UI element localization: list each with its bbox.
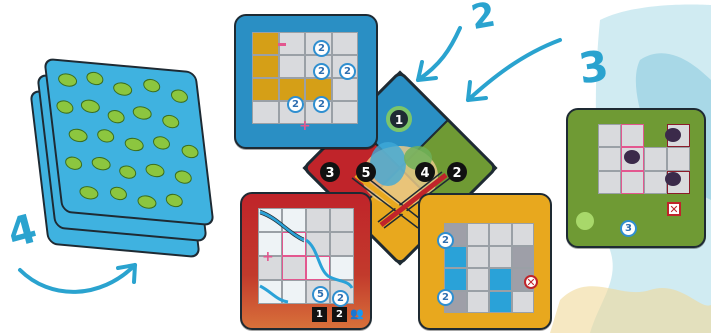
plus-icon: + (262, 249, 274, 265)
player-count-1: 1 (312, 307, 327, 322)
board-center-number: 1 (395, 113, 403, 127)
yellow-card-grid (444, 223, 534, 313)
arrow-label-4: 4 (3, 206, 42, 258)
score-badge: 3 (620, 220, 637, 237)
creature-icon (665, 172, 681, 186)
minus-icon (278, 43, 286, 46)
arrow-label-3: 3 (576, 41, 612, 94)
creature-icon (665, 128, 681, 142)
score-badge: 5 (312, 286, 329, 303)
red-card[interactable]: + 5 2 1 2 👥 (240, 192, 372, 330)
score-badge: 2 (313, 96, 330, 113)
yellow-number-2: 2 (452, 166, 461, 181)
forbidden-icon: ✕ (524, 275, 538, 289)
frog-icon (576, 212, 594, 230)
forbidden-icon: ✕ (667, 202, 681, 216)
score-badge: 2 (313, 40, 330, 57)
green-card[interactable]: ✕ 3 (566, 108, 706, 248)
score-badge: 2 (437, 232, 454, 249)
player-count-2: 2 (332, 307, 347, 322)
blue-card[interactable]: + 2 2 2 2 2 (234, 14, 378, 149)
plus-icon: + (299, 118, 311, 134)
red-number-1: 3 (325, 166, 334, 181)
score-badge: 2 (339, 63, 356, 80)
red-number-2: 5 (361, 166, 370, 181)
score-badge: 2 (313, 63, 330, 80)
score-badge: 2 (287, 96, 304, 113)
creature-icon (624, 150, 640, 164)
yellow-card[interactable]: 2 2 ✕ (418, 193, 552, 330)
score-badge: 2 (437, 289, 454, 306)
arrow-label-2: 2 (468, 0, 498, 38)
yellow-number-1: 4 (420, 166, 429, 181)
players-icon: 👥 (350, 307, 364, 320)
score-badge: 2 (332, 290, 349, 307)
